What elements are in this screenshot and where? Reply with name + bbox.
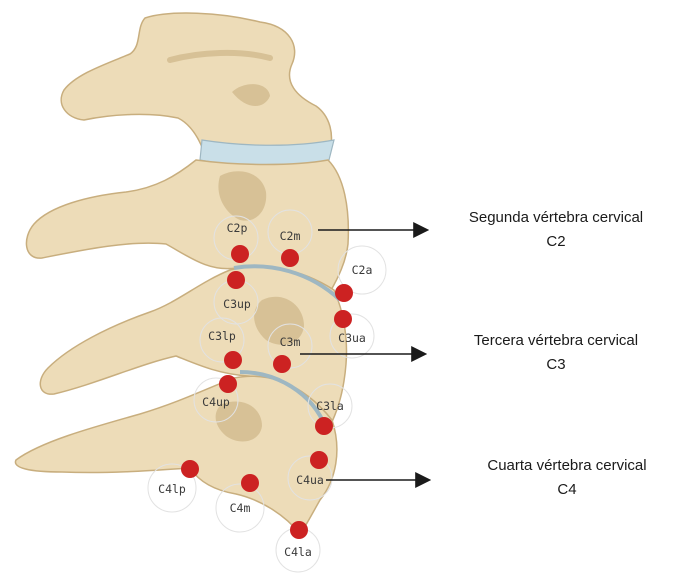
c3lp-point xyxy=(224,351,242,369)
c2-body xyxy=(26,160,348,292)
c2m-label: C2m xyxy=(280,229,301,243)
c3ua-label: C3ua xyxy=(338,331,366,345)
c4-caption-line1: Cuarta vértebra cervical xyxy=(487,457,646,474)
c4m-point xyxy=(241,474,259,492)
c3la-point xyxy=(315,417,333,435)
c2a-point xyxy=(335,284,353,302)
c2p-label: C2p xyxy=(227,221,248,235)
c3up-point xyxy=(227,271,245,289)
c4m-label: C4m xyxy=(230,501,251,515)
c3la-label: C3la xyxy=(316,399,344,413)
c4up-point xyxy=(219,375,237,393)
c3-caption-line1: Tercera vértebra cervical xyxy=(474,332,638,349)
c2a-label: C2a xyxy=(352,263,373,277)
c4ua-point xyxy=(310,451,328,469)
c4up-label: C4up xyxy=(202,395,230,409)
c4la-point xyxy=(290,521,308,539)
c3lp-label: C3lp xyxy=(208,329,236,343)
captions: Segunda vértebra cervical C2 Tercera vér… xyxy=(469,209,647,498)
c4ua-label: C4ua xyxy=(296,473,324,487)
c4la-label: C4la xyxy=(284,545,312,559)
c4-caption-line2: C4 xyxy=(557,481,576,498)
c4lp-label: C4lp xyxy=(158,482,186,496)
c2-upper-dens xyxy=(61,13,331,152)
c2p-point xyxy=(231,245,249,263)
c2m-point xyxy=(281,249,299,267)
c3ua-point xyxy=(334,310,352,328)
c3m-label: C3m xyxy=(280,335,301,349)
vertebrae-illustration xyxy=(15,13,348,534)
c2-caption-line2: C2 xyxy=(546,233,565,250)
c2-caption-line1: Segunda vértebra cervical xyxy=(469,209,643,226)
c3m-point xyxy=(273,355,291,373)
c4lp-point xyxy=(181,460,199,478)
c4-body xyxy=(15,376,336,534)
c3-caption-line2: C3 xyxy=(546,356,565,373)
c3up-label: C3up xyxy=(223,297,251,311)
